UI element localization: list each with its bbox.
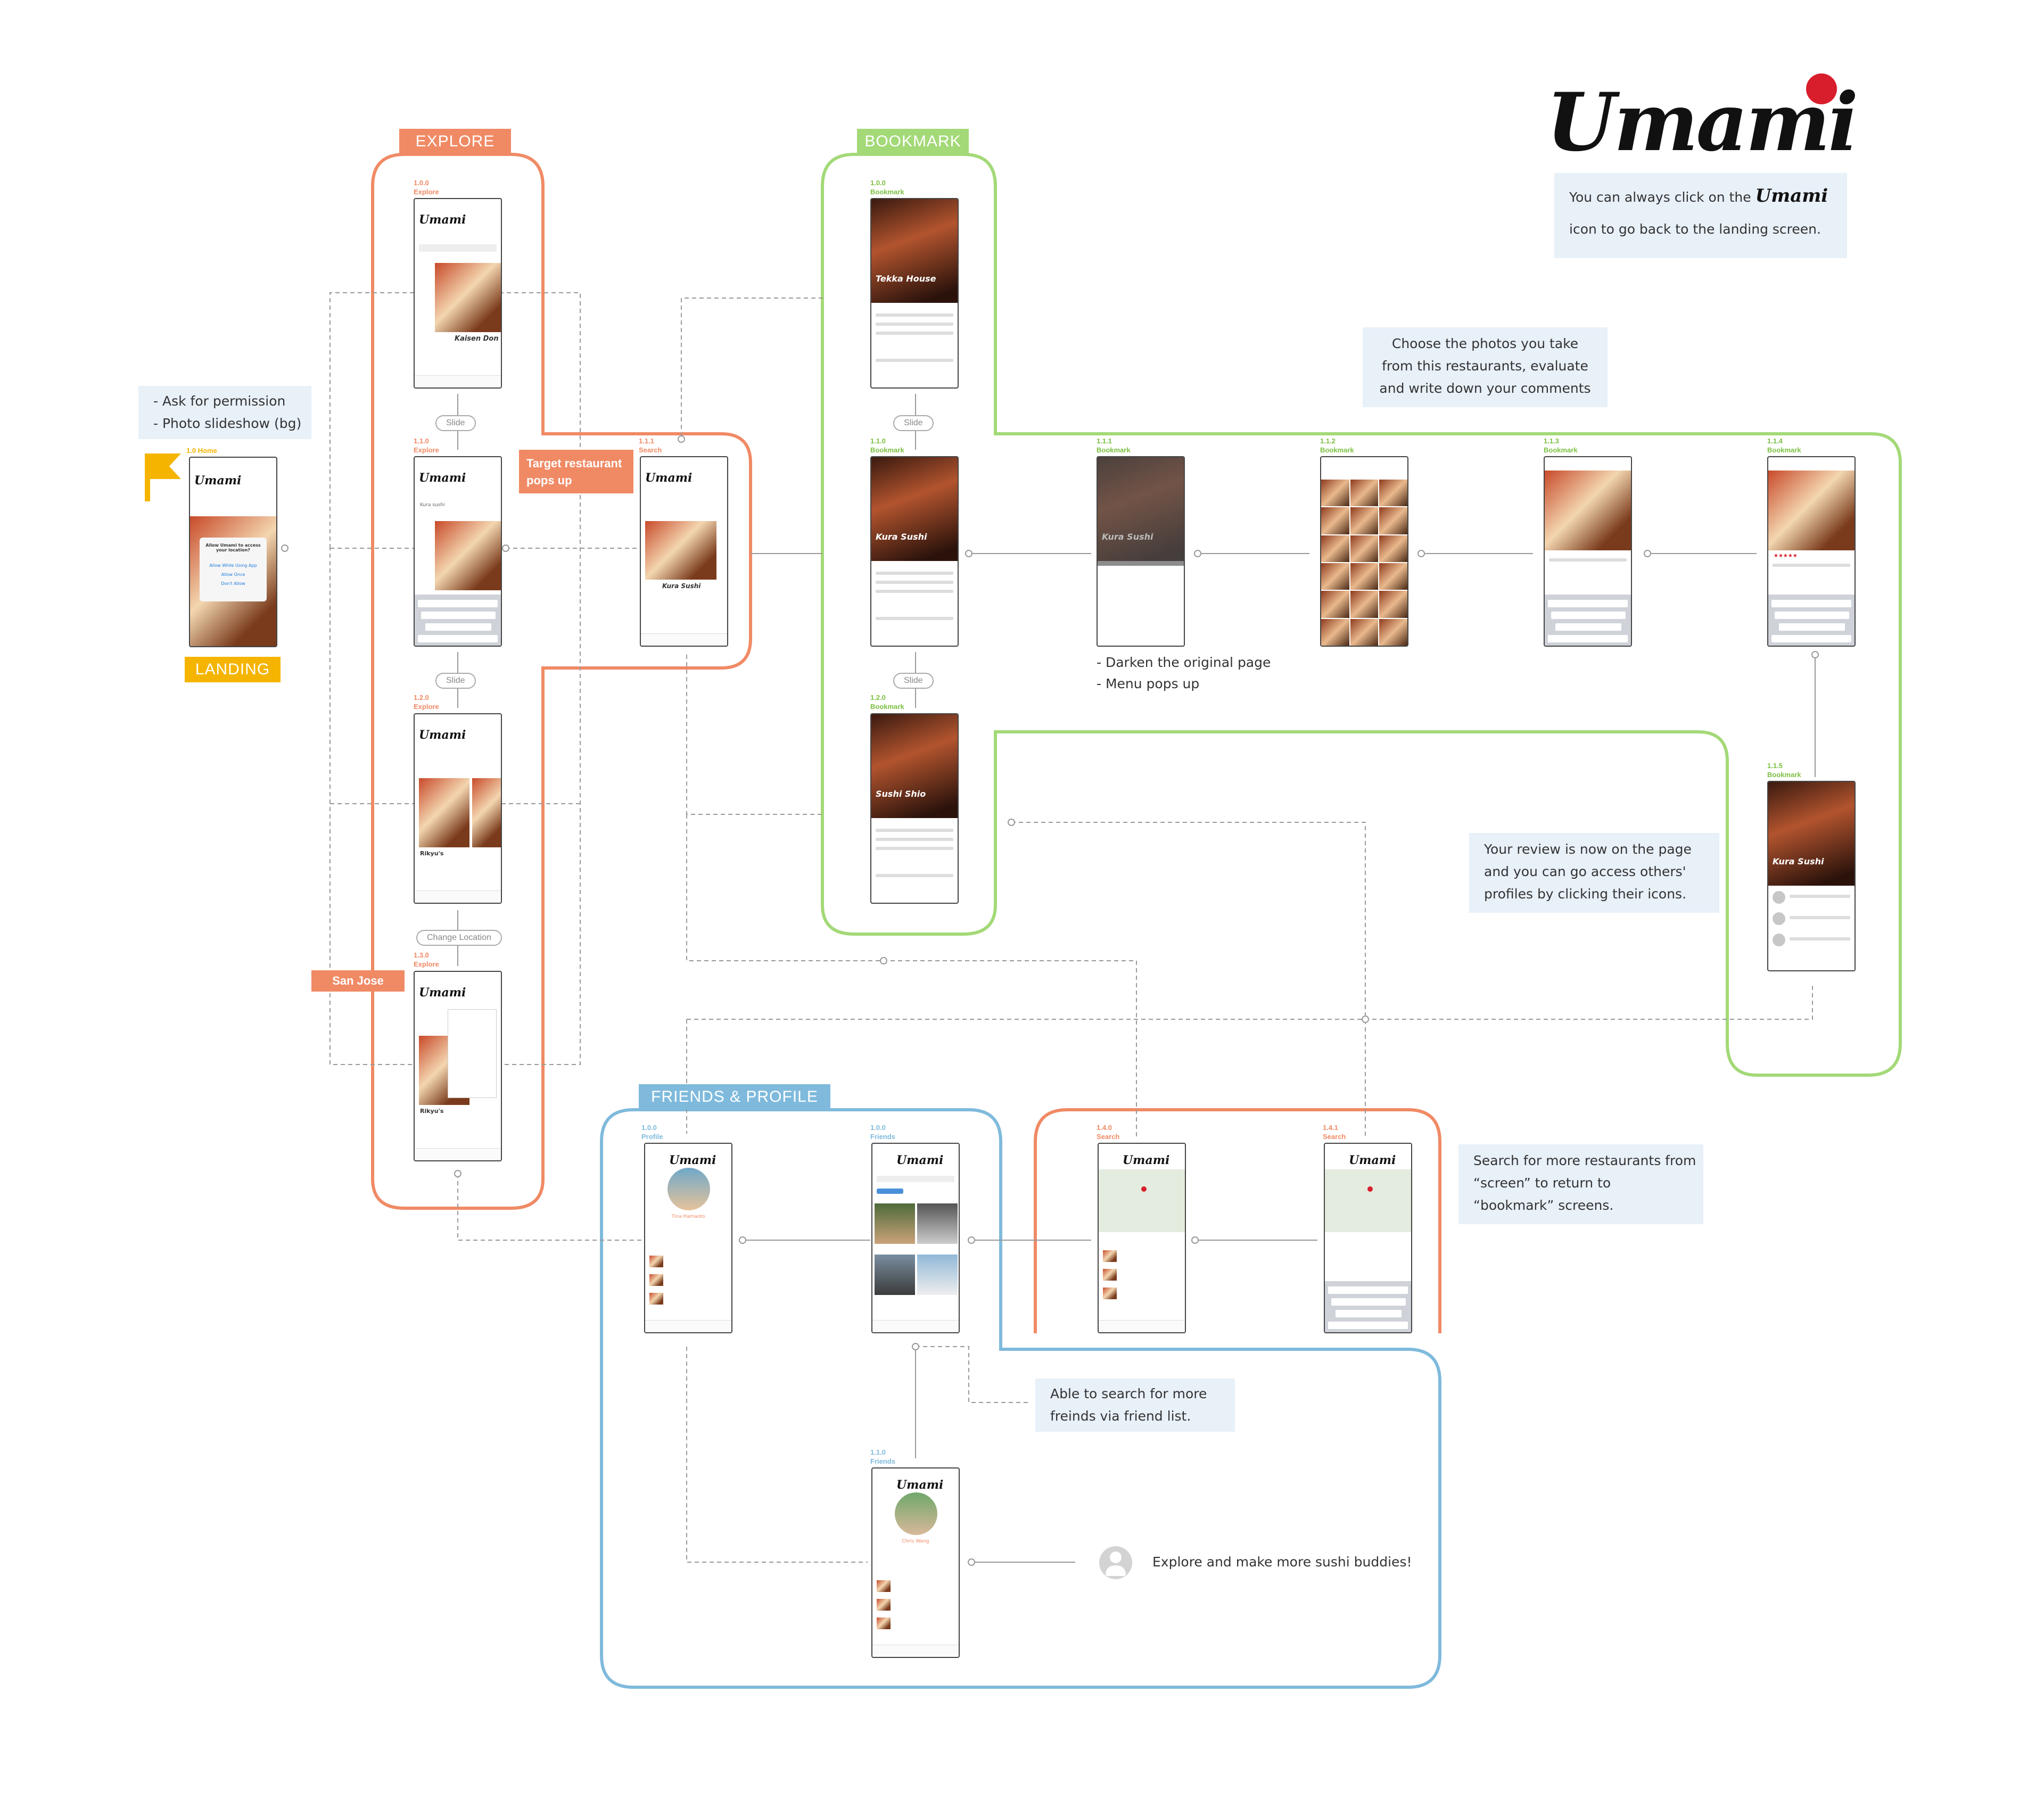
section-title-explore: EXPLORE	[399, 129, 511, 154]
note-darken: - Darken the original page - Menu pops u…	[1097, 655, 1271, 691]
allow-while-using-button[interactable]: Allow While Using App	[209, 563, 257, 568]
pill-slide: Slide	[435, 673, 476, 689]
map-view[interactable]	[1325, 1169, 1411, 1232]
map-view[interactable]	[1099, 1169, 1185, 1232]
bookmark-section-outline	[821, 153, 1902, 1077]
buddy-avatar-icon	[1099, 1546, 1132, 1579]
screen-explore-130[interactable]: Umami Rikyu's	[414, 971, 502, 1161]
search-section-outline	[1034, 1108, 1441, 1333]
screen-bookmark-114[interactable]: ★★★★★	[1767, 456, 1856, 647]
dont-allow-button[interactable]: Don't Allow	[221, 581, 245, 586]
friends-section-outline	[600, 1108, 1441, 1689]
note-search-more: Search for more restaurants from “screen…	[1458, 1144, 1703, 1224]
note-review: Your review is now on the page and you c…	[1469, 833, 1719, 913]
umami-logo-mini[interactable]: Umami	[194, 474, 242, 488]
tag-san-jose: San Jose	[311, 970, 405, 992]
allow-once-button[interactable]: Allow Once	[221, 572, 245, 577]
screen-friends-100[interactable]: Umami	[871, 1143, 960, 1333]
screen-search-111[interactable]: Umami Kura Sushi	[640, 456, 728, 647]
map-pin-icon	[1141, 1186, 1147, 1192]
screen-bookmark-110[interactable]: Kura Sushi	[870, 456, 959, 647]
screen-bookmark-113[interactable]	[1544, 456, 1632, 647]
screen-bookmark-100[interactable]: Tekka House	[870, 198, 959, 389]
screen-search-140[interactable]: Umami	[1098, 1143, 1186, 1333]
note-friend-list: Able to search for more freinds via frie…	[1035, 1379, 1235, 1432]
section-title-friends: FRIENDS & PROFILE	[639, 1084, 830, 1110]
pill-slide: Slide	[435, 415, 476, 431]
pill-slide: Slide	[893, 673, 934, 689]
screen-friends-110[interactable]: Umami Chris Wang	[871, 1467, 960, 1658]
screen-explore-100[interactable]: Umami Kaisen Don	[414, 198, 502, 389]
note-landing-back: You can always click on the Umami icon t…	[1554, 173, 1847, 258]
note-choose-photos: Choose the photos you take from this res…	[1363, 327, 1608, 407]
screen-bookmark-112[interactable]	[1320, 456, 1408, 647]
map-pin-icon	[1367, 1186, 1373, 1192]
logo-red-dot-icon	[1806, 73, 1837, 104]
brand-logo[interactable]: Umami	[1546, 73, 1858, 165]
screen-search-141[interactable]: Umami	[1324, 1143, 1412, 1333]
screen-label: 1.0 Home	[186, 447, 217, 455]
pill-slide: Slide	[893, 415, 934, 431]
screen-profile-100[interactable]: Umami Tina Hamaoto	[644, 1143, 732, 1333]
explore-section-outline	[371, 153, 752, 1210]
screen-bookmark-111[interactable]: Kura Sushi	[1097, 456, 1185, 647]
section-title-landing: LANDING	[185, 657, 281, 682]
tag-target-popup: Target restaurant pops up	[519, 450, 633, 493]
screen-bookmark-115[interactable]: Kura Sushi	[1767, 781, 1856, 971]
screen-bookmark-120[interactable]: Sushi Shio	[870, 713, 959, 904]
popup-menu[interactable]	[1098, 566, 1184, 646]
screen-explore-120[interactable]: Umami Rikyu's	[414, 713, 502, 904]
screen-home[interactable]: Umami Allow Umami to access your locatio…	[189, 457, 277, 647]
note-buddies: Explore and make more sushi buddies!	[1152, 1554, 1412, 1570]
note-permission: - Ask for permission - Photo slideshow (…	[138, 386, 311, 439]
pill-change-location: Change Location	[416, 930, 502, 946]
screen-explore-110[interactable]: Umami Kura sushi	[414, 456, 502, 647]
section-title-bookmark: BOOKMARK	[857, 129, 969, 154]
landing-flag-icon	[145, 453, 181, 501]
